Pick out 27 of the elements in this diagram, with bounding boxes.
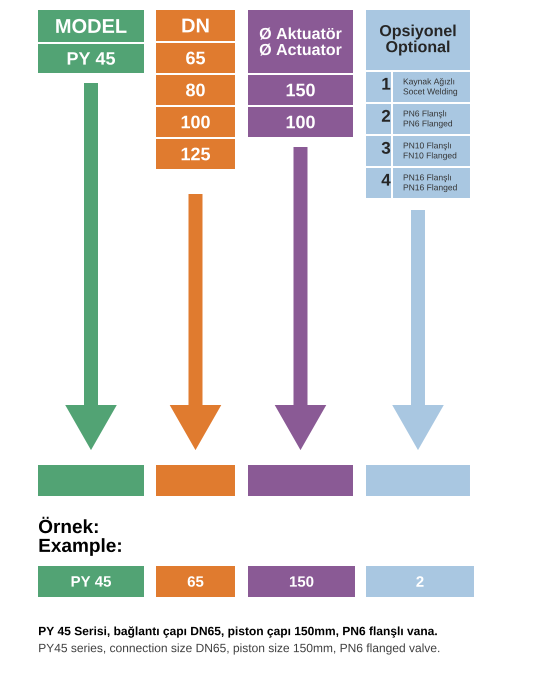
blank-bar: [38, 465, 144, 496]
option-row: 2 PN6 Flanşlı PN6 Flanged: [366, 104, 470, 134]
value-box: 65: [156, 43, 235, 73]
example-box: 65: [156, 566, 235, 597]
blank-bar: [156, 465, 235, 496]
value-box: 80: [156, 75, 235, 105]
value-box: PY 45: [38, 44, 144, 73]
header-box: MODEL: [38, 10, 144, 42]
blank-bar: [248, 465, 353, 496]
option-row: 1 Kaynak Ağızlı Socet Welding: [366, 72, 470, 102]
option-row: 4 PN16 Flanşlı PN16 Flanged: [366, 168, 470, 198]
header-box: Ø Aktuatör Ø Actuator: [248, 10, 353, 73]
example-heading: Example:: [39, 538, 121, 556]
option-row: 3 PN10 Flanşlı FN10 Flanged: [366, 136, 470, 166]
example-box: 2: [366, 566, 474, 597]
example-heading: Örnek:: [38, 516, 98, 534]
caption: PY 45 Serisi, bağlantı çapı DN65, piston çapı 150mm, PN6 flanşlı vana.: [39, 626, 437, 638]
value-box: 100: [156, 107, 235, 137]
caption: PY45 series, connection size DN65, piston size 150mm, PN6 flanged valve.: [39, 643, 440, 655]
header-box: Opsiyonel Optional: [366, 10, 470, 70]
value-box: 100: [248, 107, 353, 137]
blank-bar: [366, 465, 470, 496]
value-box: 125: [156, 139, 235, 169]
example-box: PY 45: [38, 566, 144, 597]
header-box: DN: [156, 10, 235, 41]
value-box: 150: [248, 75, 353, 105]
example-box: 150: [248, 566, 355, 597]
